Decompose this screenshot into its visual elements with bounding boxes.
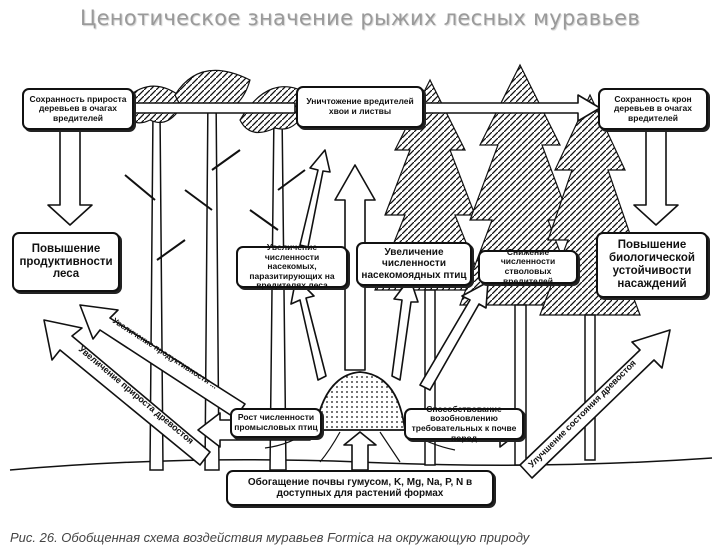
roots [264,429,456,463]
box-top-center: Уничтожение вредителей хвои и листвы [296,86,424,128]
box-mid-stem-pests: Снижение численности стволовых вредителе… [478,247,578,285]
box-low-game-birds: Рост численности промысловых птиц [230,408,322,438]
figure-caption: Рис. 26. Обобщенная схема воздействия му… [10,530,530,545]
box-mid-left: Повышение продуктивности леса [12,232,120,292]
pine-trees-left [119,69,311,471]
arrow-label-right-outer: Улучшение состояния древостоя [526,358,638,470]
box-bottom-humus: Обогащение почвы гумусом, K, Mg, Na, P, … [226,470,494,506]
box-mid-birds: Увеличение численности насекомоядных пти… [356,242,472,286]
box-mid-right: Повышение биологической устойчивости нас… [596,232,708,298]
box-mid-parasites: Увеличение численности насекомых, парази… [236,242,348,290]
anthill [313,371,407,431]
page-title: Ценотическое значение рыжих лесных мурав… [79,6,641,30]
box-top-left: Сохранность прироста деревьев в очагах в… [22,88,134,130]
box-top-right: Сохранность крон деревьев в очагах вреди… [598,88,708,130]
box-low-renewal: Способствование возобновлению требовател… [404,404,524,442]
